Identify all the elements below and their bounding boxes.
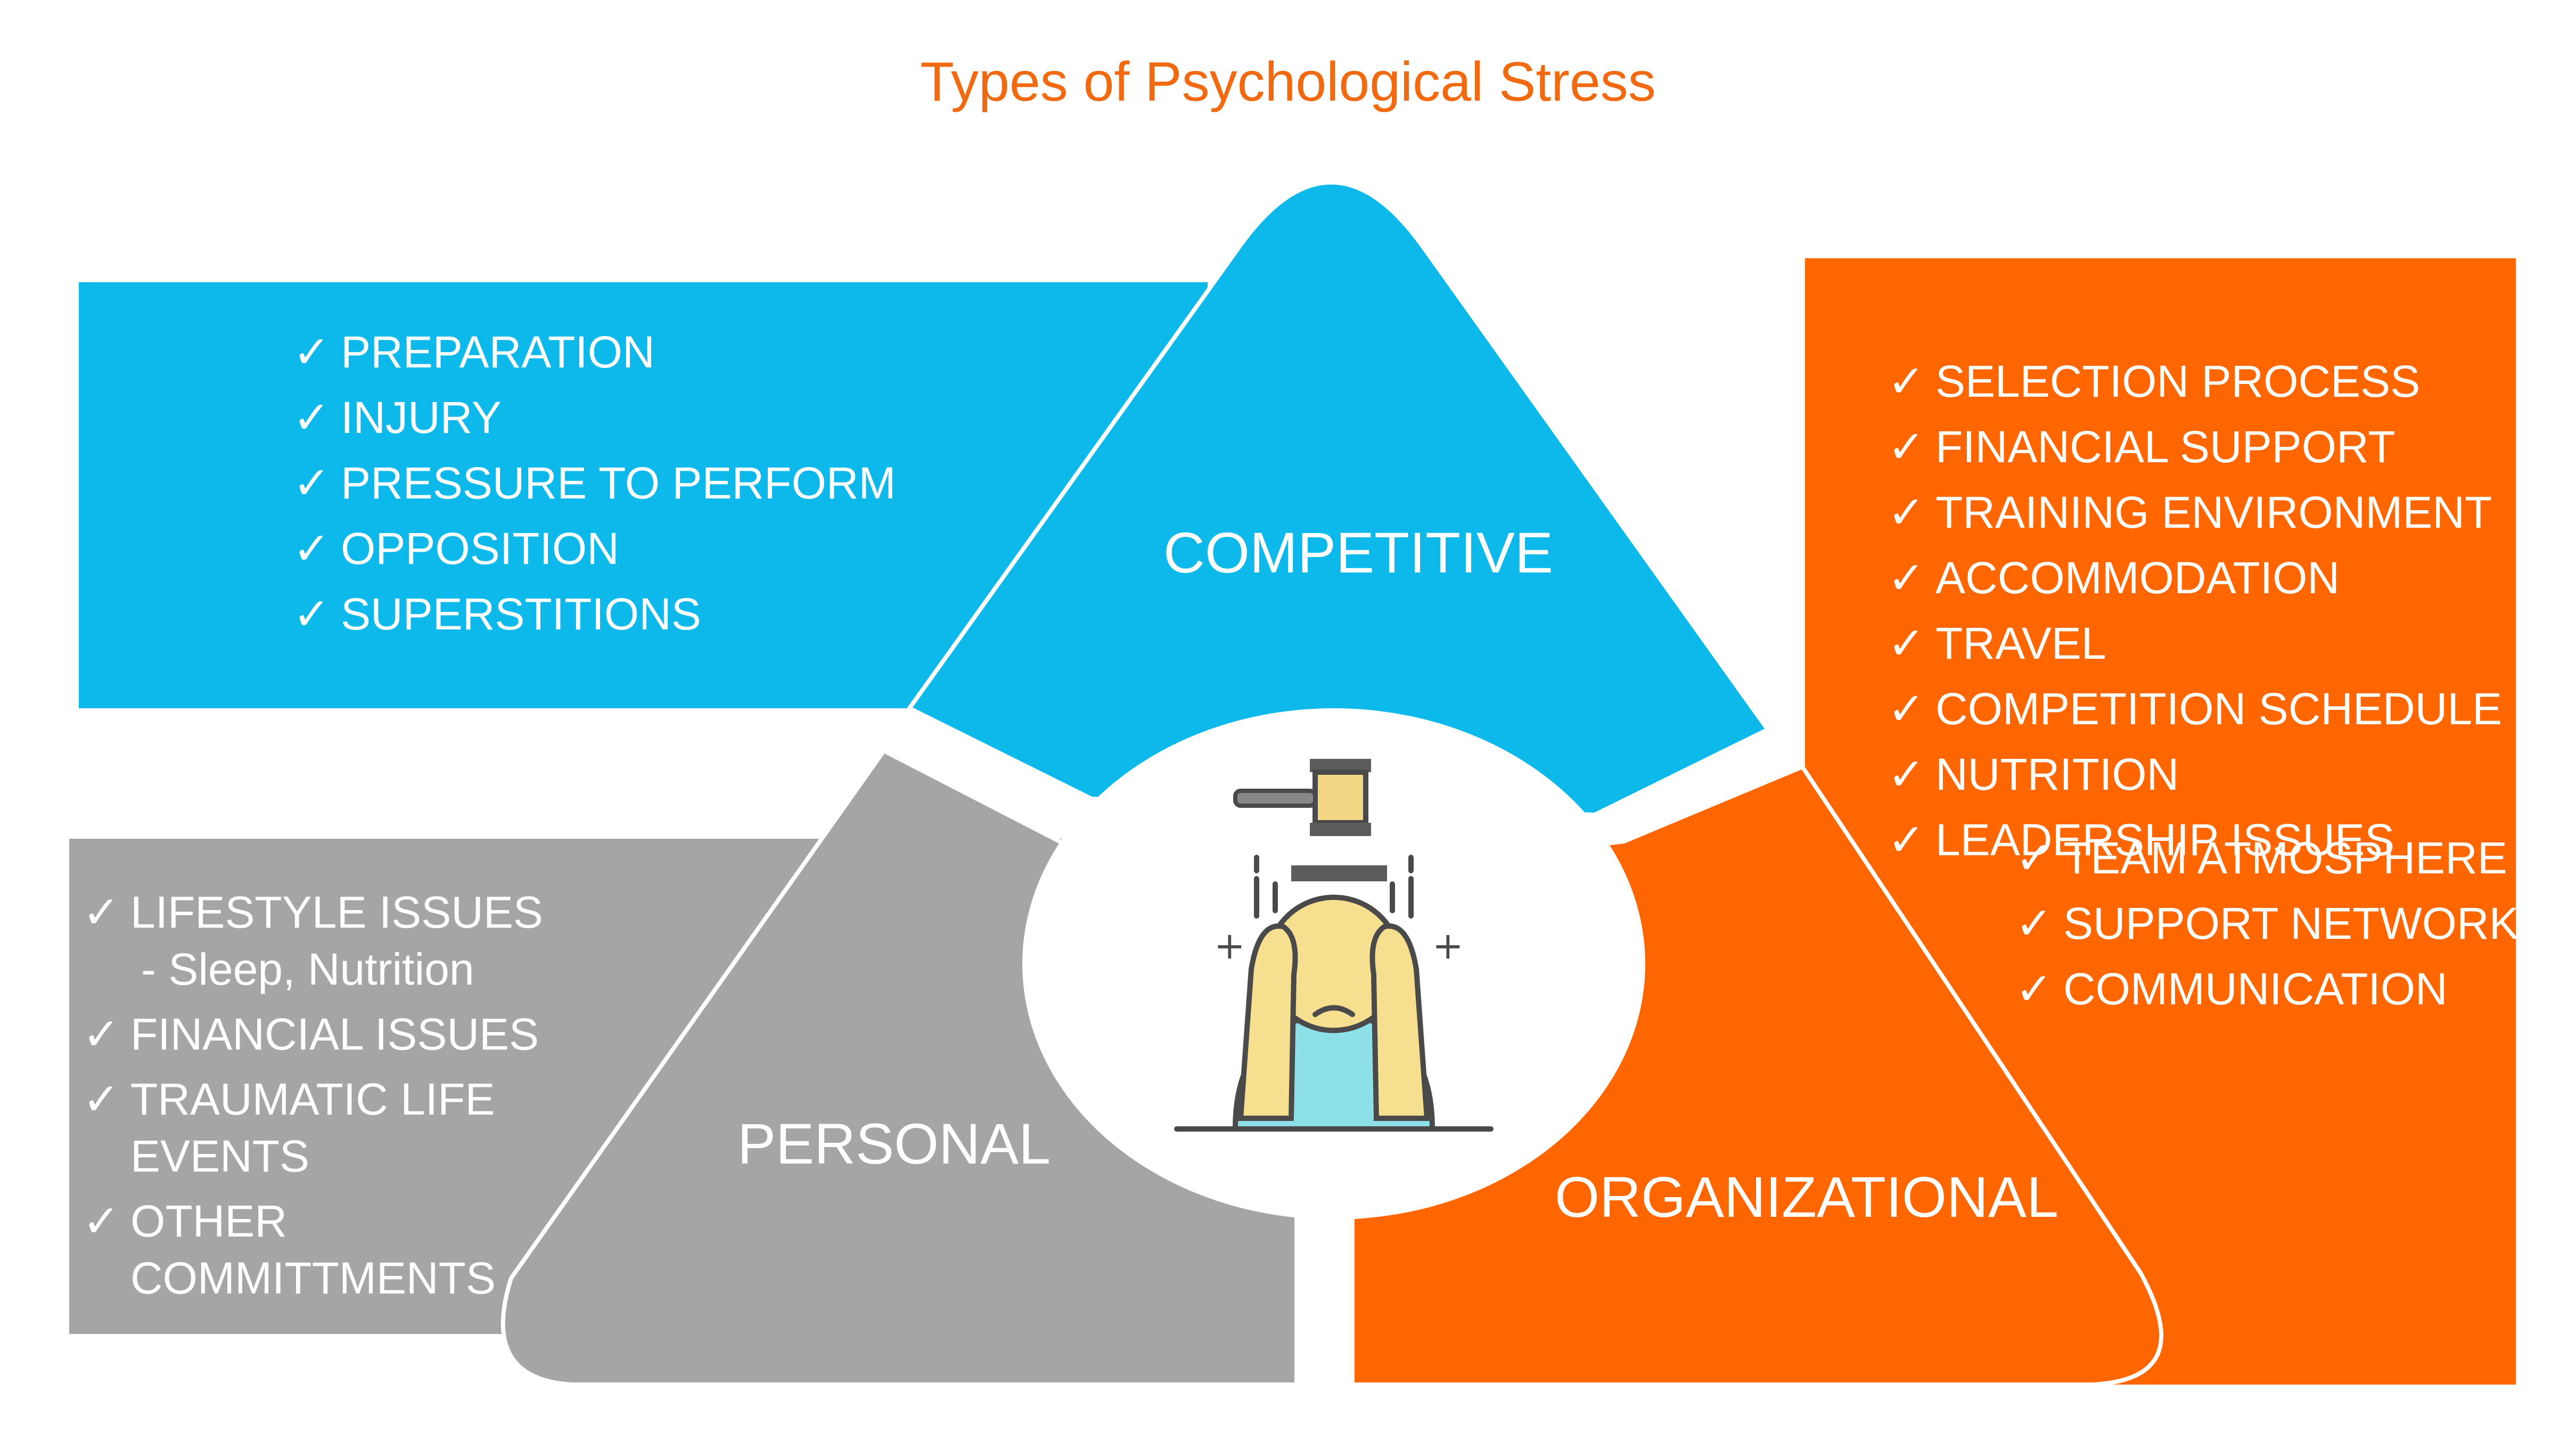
checkmark-icon: ✓ bbox=[1888, 684, 1925, 734]
stressed-person-icon: + + bbox=[1174, 759, 1494, 1132]
checkmark-icon: ✓ bbox=[1888, 749, 1925, 799]
checkmark-icon: ✓ bbox=[83, 1074, 120, 1124]
list-item: ✓FINANCIAL ISSUES bbox=[83, 1006, 543, 1063]
list-item: ✓SUPERSTITIONS bbox=[293, 582, 896, 647]
organizational-list: ✓SELECTION PROCESS ✓FINANCIAL SUPPORT ✓T… bbox=[1888, 349, 2502, 873]
competitive-list: ✓PREPARATION ✓INJURY ✓PRESSURE TO PERFOR… bbox=[293, 320, 896, 647]
checkmark-icon: ✓ bbox=[83, 1009, 120, 1059]
checkmark-icon: ✓ bbox=[2015, 833, 2053, 883]
list-item: ✓LEADERSHIP ISSUES bbox=[1888, 807, 2502, 873]
checkmark-icon: ✓ bbox=[293, 523, 331, 574]
list-item: ✓LIFESTYLE ISSUES- Sleep, Nutrition bbox=[83, 884, 543, 998]
svg-text:+: + bbox=[1214, 924, 1245, 968]
list-item: ✓TEAM ATMOSPHERE bbox=[2015, 825, 2519, 891]
personal-list: ✓LIFESTYLE ISSUES- Sleep, Nutrition ✓FIN… bbox=[83, 884, 543, 1315]
list-item: ✓SELECTION PROCESS bbox=[1888, 349, 2502, 414]
list-item: ✓COMMUNICATION bbox=[2015, 956, 2519, 1022]
svg-text:+: + bbox=[1432, 924, 1464, 968]
competitive-label: COMPETITIVE bbox=[1163, 520, 1554, 585]
checkmark-icon: ✓ bbox=[293, 327, 331, 377]
checkmark-icon: ✓ bbox=[1888, 422, 1925, 472]
list-item: ✓TRAVEL bbox=[1888, 611, 2502, 676]
list-item: ✓PRESSURE TO PERFORM bbox=[293, 451, 896, 516]
list-item: ✓PREPARATION bbox=[293, 320, 896, 385]
list-item: ✓COMPETITION SCHEDULE bbox=[1888, 676, 2502, 742]
checkmark-icon: ✓ bbox=[83, 887, 120, 937]
checkmark-icon: ✓ bbox=[83, 1196, 120, 1246]
checkmark-icon: ✓ bbox=[1888, 553, 1925, 603]
list-item: ✓FINANCIAL SUPPORT bbox=[1888, 414, 2502, 480]
competitive-triangle bbox=[906, 180, 1771, 817]
checkmark-icon: ✓ bbox=[293, 589, 331, 639]
checkmark-icon: ✓ bbox=[1888, 487, 1925, 537]
list-item: ✓ACCOMMODATION bbox=[1888, 545, 2502, 611]
organizational-label: ORGANIZATIONAL bbox=[1555, 1165, 2059, 1229]
personal-label: PERSONAL bbox=[737, 1111, 1051, 1176]
list-item: ✓SUPPORT NETWORK bbox=[2015, 891, 2519, 956]
checkmark-icon: ✓ bbox=[1888, 618, 1925, 668]
list-item: ✓NUTRITION bbox=[1888, 742, 2502, 807]
organizational-list-extra: ✓TEAM ATMOSPHERE ✓SUPPORT NETWORK ✓COMMU… bbox=[2015, 825, 2519, 1022]
checkmark-icon: ✓ bbox=[293, 458, 331, 508]
checkmark-icon: ✓ bbox=[1888, 815, 1925, 865]
checkmark-icon: ✓ bbox=[2015, 898, 2053, 948]
list-item: ✓INJURY bbox=[293, 385, 896, 451]
checkmark-icon: ✓ bbox=[293, 392, 331, 443]
list-item: ✓TRAINING ENVIRONMENT bbox=[1888, 480, 2502, 545]
checkmark-icon: ✓ bbox=[1888, 356, 1925, 406]
diagram-title: Types of Psychological Stress bbox=[920, 51, 1656, 113]
list-item: ✓OPPOSITION bbox=[293, 516, 896, 582]
checkmark-icon: ✓ bbox=[2015, 964, 2053, 1014]
